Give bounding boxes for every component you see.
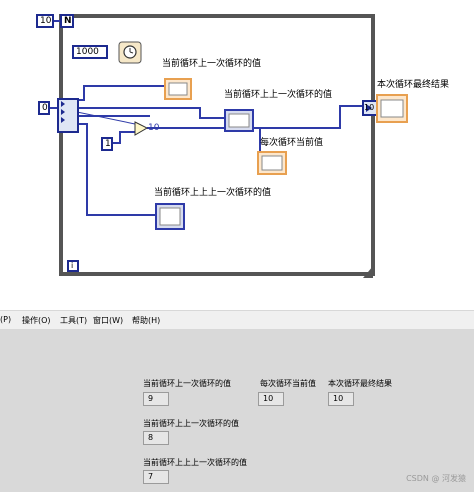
for-loop-graphics <box>50 14 408 278</box>
fp-indicator-prev-prev-prev-value: 7 <box>143 470 169 484</box>
for-loop-frame <box>59 14 375 276</box>
increment-constant[interactable]: 1 <box>101 137 113 151</box>
menu-item-operate[interactable]: 操作(O) <box>22 316 51 325</box>
front-panel: 当前循环上一次循环的值 9 每次循环当前值 10 本次循环最终结果 10 当前循… <box>0 330 474 492</box>
menu-item-window[interactable]: 窗口(W) <box>93 316 124 325</box>
label-prev-prev-prev-value: 当前循环上上上一次循环的值 <box>154 188 272 198</box>
add-node <box>134 121 149 136</box>
label-prev-value: 当前循环上一次循环的值 <box>162 59 262 69</box>
add-output-value: 10 <box>148 123 160 133</box>
wait-ms-constant[interactable]: 1000 <box>72 45 108 59</box>
fp-indicator-prev-value: 9 <box>143 392 169 406</box>
indicator-prevprev-icon <box>224 109 254 132</box>
watermark: CSDN @ 河发猿 <box>406 474 466 483</box>
label-final-result: 本次循环最终结果 <box>377 80 450 90</box>
indicator-prev-icon <box>164 78 192 100</box>
menu-item-tools[interactable]: 工具(T) <box>60 316 88 325</box>
indicator-prevprevprev-icon <box>155 203 185 230</box>
shift-init-constant[interactable]: 0 <box>38 101 50 115</box>
fp-indicator-prev-prev-value: 8 <box>143 431 169 445</box>
fp-label-prev-value: 当前循环上一次循环的值 <box>143 379 231 388</box>
fp-label-prev-prev-value: 当前循环上上一次循环的值 <box>143 419 239 428</box>
indicator-final-value: 10 <box>364 103 375 112</box>
wire-const-add <box>112 131 135 144</box>
for-loop-corner <box>363 266 373 278</box>
block-diagram: 10 N 1000 0 1 10 10 i 当前循环上一次循环的值 当前循环上上… <box>36 14 450 278</box>
fp-indicator-current-value: 10 <box>258 392 284 406</box>
shift-register-left <box>57 98 79 133</box>
indicator-current-icon <box>257 151 287 175</box>
fp-label-current-value: 每次循环当前值 <box>260 379 316 388</box>
label-prev-prev-value: 当前循环上上一次循环的值 <box>224 90 333 100</box>
fp-indicator-final-result: 10 <box>328 392 354 406</box>
loop-count-terminal: N <box>60 14 74 28</box>
menu-bar: (P) 操作(O) 工具(T) 窗口(W) 帮助(H) <box>0 310 474 330</box>
menu-item-partial[interactable]: (P) <box>0 315 12 324</box>
wire-sr4 <box>77 123 156 216</box>
indicator-final-icon <box>376 94 408 123</box>
label-current-value: 每次循环当前值 <box>260 138 324 148</box>
fp-label-prev-prev-prev-value: 当前循环上上上一次循环的值 <box>143 458 247 467</box>
fp-label-final-result: 本次循环最终结果 <box>328 379 392 388</box>
menu-item-help[interactable]: 帮助(H) <box>132 316 161 325</box>
wire-sr2 <box>77 107 225 119</box>
loop-count-constant[interactable]: 10 <box>36 14 54 28</box>
iteration-terminal: i <box>67 260 79 272</box>
wire-sr1 <box>77 85 165 101</box>
